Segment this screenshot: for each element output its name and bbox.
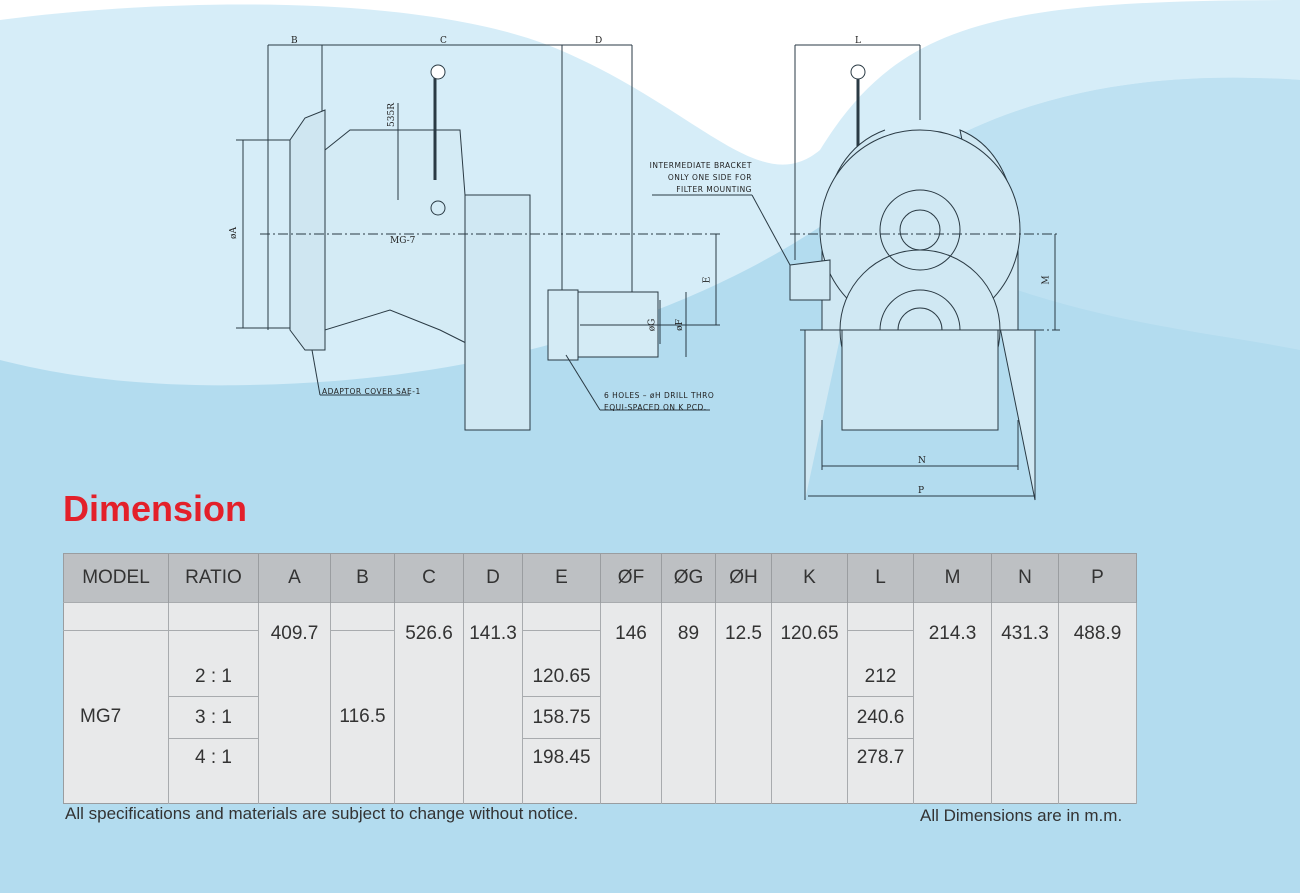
table-row: MG7 2 : 1 116.5 120.65 212	[63, 630, 1137, 804]
cell-l: 240.6	[847, 696, 914, 739]
dim-b-label: B	[291, 36, 298, 46]
dim-a-label: øA	[228, 227, 239, 239]
side-view-drawing	[236, 44, 791, 431]
header-b: B	[330, 553, 395, 603]
header-n: N	[991, 553, 1059, 603]
header-h: ØH	[715, 553, 772, 603]
cell-e: 120.65	[522, 630, 601, 697]
cell-n: 431.3	[991, 602, 1059, 804]
disclaimer-text: All specifications and materials are sub…	[65, 804, 579, 823]
header-p: P	[1058, 553, 1137, 603]
dimension-table: MODEL RATIO A B C D E ØF ØG ØH K L M N P…	[63, 553, 1137, 804]
model-label: MG-7	[390, 236, 416, 246]
dim-l-label: L	[855, 36, 861, 46]
empty-cell	[847, 602, 914, 631]
table-header-row: MODEL RATIO A B C D E ØF ØG ØH K L M N P	[63, 553, 1137, 603]
radius-label: 535R	[386, 103, 397, 127]
dim-d-label: D	[595, 36, 603, 46]
header-f: ØF	[600, 553, 662, 603]
dim-p-label: P	[918, 486, 925, 496]
table-row: 409.7 526.6 141.3 146 89 12.5 120.65 214…	[63, 602, 1137, 804]
cell-f: 146	[600, 602, 662, 804]
header-a: A	[258, 553, 331, 603]
header-g: ØG	[661, 553, 716, 603]
units-note: All Dimensions are in m.m.	[920, 806, 1123, 825]
dim-e-label: E	[702, 276, 713, 284]
cell-d: 141.3	[463, 602, 523, 804]
dim-c-label: C	[440, 36, 447, 46]
cell-h: 12.5	[715, 602, 772, 804]
empty-cell	[330, 602, 395, 631]
bracket-note-line-2: ONLY ONE SIDE FOR	[667, 173, 752, 182]
cell-g: 89	[661, 602, 716, 804]
cell-l: 278.7	[847, 738, 914, 804]
header-m: M	[913, 553, 992, 603]
header-model: MODEL	[63, 553, 169, 603]
holes-note-line-2: EQUI-SPACED ON K PCD.	[604, 403, 707, 412]
cell-k: 120.65	[771, 602, 848, 804]
bracket-note-line-3: FILTER MOUNTING	[676, 185, 752, 194]
cell-b: 116.5	[330, 630, 395, 804]
adaptor-note: ADAPTOR COVER SAE-1	[322, 387, 421, 396]
header-l: L	[847, 553, 914, 603]
bracket-note: INTERMEDIATE BRACKET ONLY ONE SIDE FOR F…	[640, 160, 752, 196]
cell-ratio: 2 : 1	[168, 630, 259, 697]
header-c: C	[394, 553, 464, 603]
cell-l: 212	[847, 630, 914, 697]
cell-c: 526.6	[394, 602, 464, 804]
dim-m-label: M	[1041, 275, 1052, 285]
empty-cell	[522, 602, 601, 631]
header-ratio: RATIO	[168, 553, 259, 603]
cell-model: MG7	[63, 630, 169, 804]
table-row: 3 : 1 158.75 240.6	[64, 696, 1137, 739]
empty-cell	[168, 602, 259, 631]
cell-p: 488.9	[1058, 602, 1137, 804]
dim-g-label: øG	[647, 318, 658, 332]
dim-n-label: N	[918, 456, 926, 466]
empty-cell	[63, 602, 169, 631]
dim-f-label: øF	[674, 319, 685, 331]
bracket-note-line-1: INTERMEDIATE BRACKET	[649, 161, 752, 170]
front-view-drawing	[789, 44, 1060, 501]
table-row: 4 : 1 198.45 278.7	[64, 738, 1137, 804]
cell-ratio: 3 : 1	[168, 696, 259, 739]
cell-e: 198.45	[522, 738, 601, 804]
cell-ratio: 4 : 1	[168, 738, 259, 804]
cell-e: 158.75	[522, 696, 601, 739]
cell-m: 214.3	[913, 602, 992, 804]
cell-a: 409.7	[258, 602, 331, 804]
section-title: Dimension	[63, 488, 248, 529]
header-d: D	[463, 553, 523, 603]
header-k: K	[771, 553, 848, 603]
holes-note-line-1: 6 HOLES – øH DRILL THRO	[604, 391, 715, 400]
holes-note: 6 HOLES – øH DRILL THRO EQUI-SPACED ON K…	[604, 390, 714, 414]
header-e: E	[522, 553, 601, 603]
